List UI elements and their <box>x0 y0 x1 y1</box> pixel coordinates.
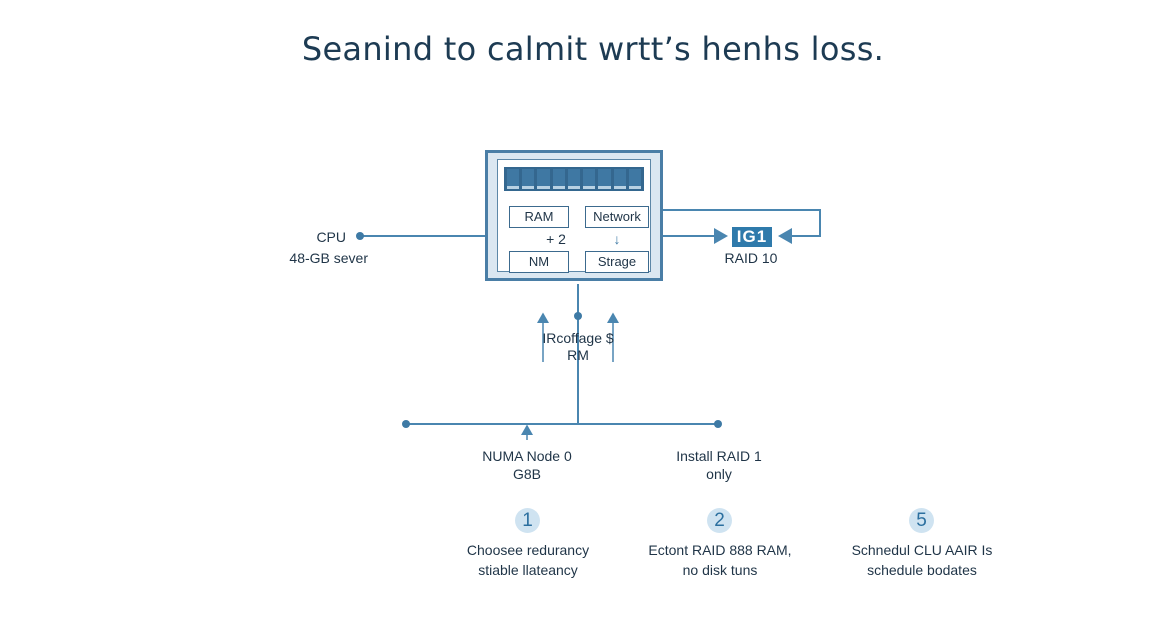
nm-chip: NM <box>509 251 569 273</box>
server-panel: RAM Network + 2 ↓ NM Strage <box>497 159 651 273</box>
step-2-line1: Ectont RAID 888 RAM, <box>648 542 792 558</box>
step-5-number: 5 <box>909 508 934 533</box>
step-5-line2: schedule bodates <box>867 562 977 578</box>
step-5-line1: Schnedul CLU AAIR Is <box>851 542 993 558</box>
ram-slot <box>583 169 596 189</box>
center-label-line2: RM <box>567 347 589 363</box>
server-size-label: 48-GB sever <box>289 250 368 266</box>
step-1-line2: stiable llateancy <box>478 562 578 578</box>
step-2-number: 2 <box>707 508 732 533</box>
ram-chip: RAM <box>509 206 569 228</box>
step-2-line2: no disk tuns <box>682 562 758 578</box>
ram-slot <box>598 169 611 189</box>
diagram-title: Seanind to calmit wrtt’s henhs loss. <box>301 30 885 68</box>
cpu-label: CPU <box>316 229 346 245</box>
network-loop-line <box>663 209 821 244</box>
bus-left-dot <box>402 420 410 428</box>
ram-slot <box>507 169 520 189</box>
center-node-dot <box>574 312 582 320</box>
ram-slot <box>567 169 581 189</box>
network-chip: Network <box>585 206 649 228</box>
plus-count-label: + 2 <box>546 231 566 247</box>
step-1-number: 1 <box>515 508 540 533</box>
ram-slot-bank <box>504 167 644 191</box>
install-label-line1: Install RAID 1 <box>676 448 762 464</box>
step-1-line1: Choosee redurancy <box>466 542 590 558</box>
install-label-line2: only <box>706 466 732 482</box>
ram-slot <box>552 169 565 189</box>
ram-slot <box>537 169 550 189</box>
center-label-line1: IRcoffage $ <box>542 330 614 346</box>
ram-slot <box>522 169 535 189</box>
bus-right-dot <box>714 420 722 428</box>
ram-slot <box>613 169 626 189</box>
cpu-node-dot <box>356 232 364 240</box>
server-block: RAM Network + 2 ↓ NM Strage <box>485 150 663 281</box>
ram-slot <box>628 169 641 189</box>
numa-label-line2: G8B <box>512 466 541 482</box>
down-arrow-icon: ↓ <box>613 231 621 247</box>
storage-chip: Strage <box>585 251 649 273</box>
raid-label: RAID 10 <box>724 250 778 266</box>
raid-badge: IG1 <box>732 227 772 247</box>
numa-label-line1: NUMA Node 0 <box>482 448 572 464</box>
